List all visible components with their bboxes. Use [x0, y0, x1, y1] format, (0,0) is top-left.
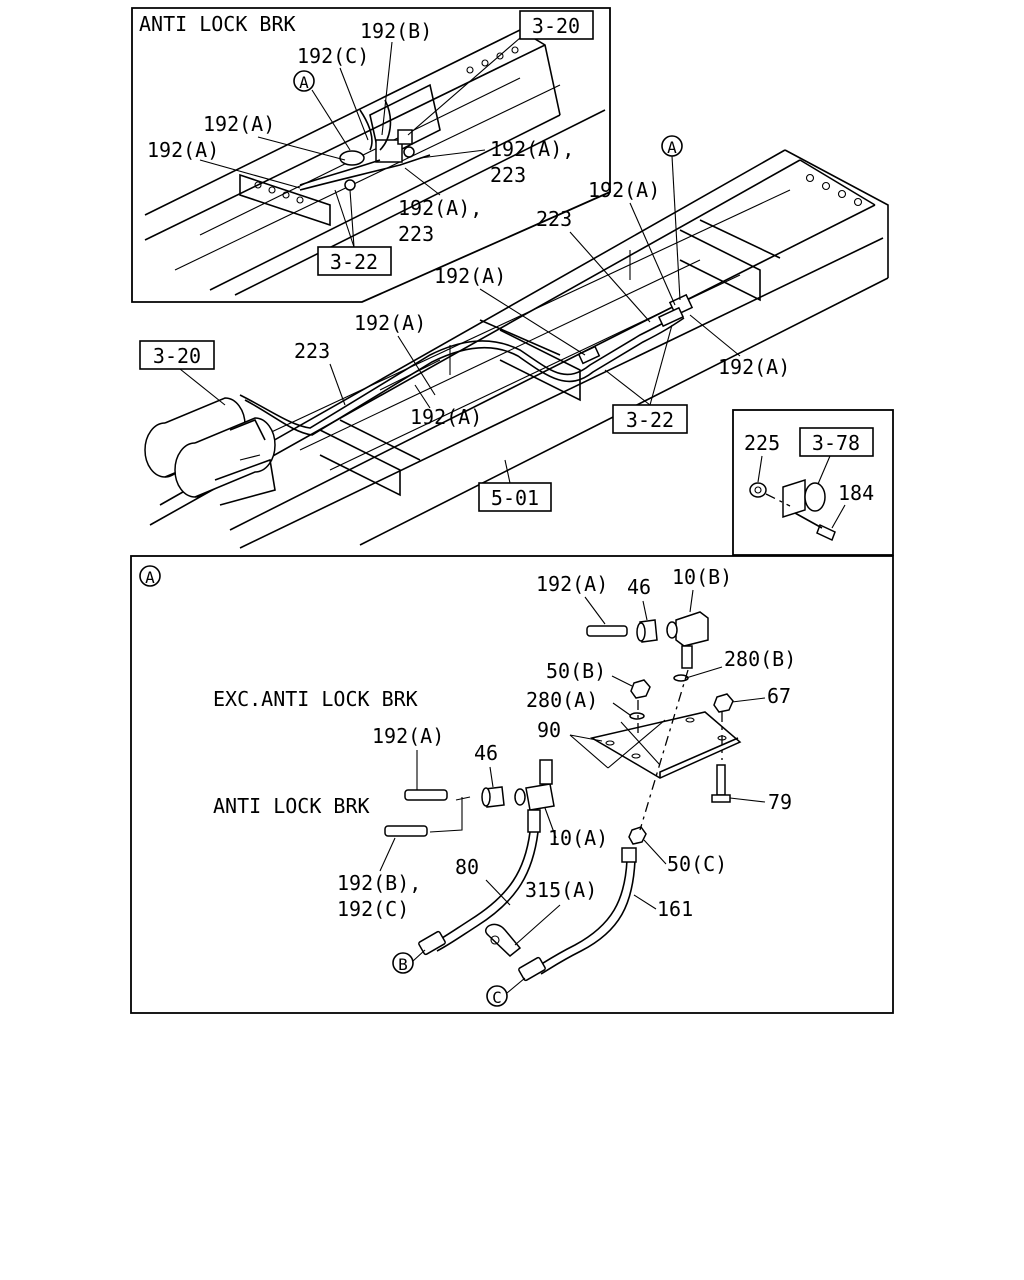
detail-callout-b-marker: B [392, 952, 414, 974]
mount-label-225: 225 [744, 431, 780, 455]
detail-label-10a: 10(A) [548, 826, 608, 850]
inset-anti-lock-panel: ANTI LOCK BRK [131, 7, 611, 303]
inset-anti-lock-title: ANTI LOCK BRK [139, 12, 296, 36]
detail-exc-anti-lock-label: EXC.ANTI LOCK BRK [213, 687, 418, 711]
inset-label-192a-223-bottom-line2: 223 [398, 222, 434, 246]
inset-label-192c: 192(C) [297, 44, 369, 68]
main-label-192a-mid: 192(A) [434, 264, 506, 288]
detail-label-79: 79 [768, 790, 792, 814]
mount-ref-3-78[interactable]: 3-78 [799, 427, 874, 457]
detail-label-192b-192c-line1: 192(B), [337, 871, 421, 895]
detail-label-192b-192c-line2: 192(C) [337, 897, 409, 921]
detail-label-50c: 50(C) [667, 852, 727, 876]
main-ref-3-20[interactable]: 3-20 [139, 340, 215, 370]
detail-label-46-top: 46 [627, 575, 651, 599]
inset-ref-3-20[interactable]: 3-20 [519, 10, 594, 40]
detail-label-67: 67 [767, 684, 791, 708]
detail-label-50b: 50(B) [546, 659, 606, 683]
main-leader-lines [179, 155, 741, 484]
main-callout-a-letter: A [667, 138, 677, 157]
inset-label-192a-223-right-line1: 192(A), [490, 137, 574, 161]
main-callout-a-marker: A [661, 135, 683, 157]
inset-abs-valve-cluster [299, 99, 431, 191]
inset-callout-a-marker: A [293, 70, 315, 92]
inset-ref-3-22[interactable]: 3-22 [317, 246, 392, 276]
inset-label-192a-223-right-line2: 223 [490, 163, 526, 187]
inset-label-192b: 192(B) [360, 19, 432, 43]
detail-centerlines [637, 669, 723, 831]
detail-label-192a-top: 192(A) [536, 572, 608, 596]
mount-leader-lines [757, 455, 846, 529]
inset-label-192a-1: 192(A) [203, 112, 275, 136]
detail-leader-lines [379, 589, 766, 994]
main-chassis-view: 192(A) 223 192(A) 192(A) 223 192(A) 192(… [139, 135, 889, 549]
detail-a-marker: A [139, 565, 161, 587]
main-ref-5-01[interactable]: 5-01 [478, 482, 552, 512]
detail-anti-lock-label: ANTI LOCK BRK [213, 794, 370, 818]
main-ref-5-01-text: 5-01 [491, 486, 539, 510]
brake-pipes [239, 311, 685, 436]
main-ref-3-22-text: 3-22 [626, 408, 674, 432]
inset-mount-frame [732, 409, 894, 556]
detail-label-280b: 280(B) [724, 647, 796, 671]
detail-label-161: 161 [657, 897, 693, 921]
detail-a-letter: A [145, 568, 155, 587]
main-ref-3-22[interactable]: 3-22 [612, 404, 688, 434]
inset-ref-3-20-text: 3-20 [532, 14, 580, 38]
main-label-192a-right: 192(A) [718, 355, 790, 379]
detail-callout-c-marker: C [486, 985, 508, 1007]
main-abs-valve [577, 293, 694, 365]
detail-label-10b: 10(B) [672, 565, 732, 589]
main-label-192a-left: 192(A) [354, 311, 426, 335]
inset-label-192a-223-bottom-line1: 192(A), [398, 196, 482, 220]
detail-label-192a-left: 192(A) [372, 724, 444, 748]
inset-leader-lines [199, 37, 521, 248]
inset-label-192a-2: 192(A) [147, 138, 219, 162]
main-ref-3-20-text: 3-20 [153, 344, 201, 368]
inset-mount-panel: 225 184 3-78 [732, 409, 894, 556]
detail-label-315a: 315(A) [525, 878, 597, 902]
main-label-223-left: 223 [294, 339, 330, 363]
detail-label-90: 90 [537, 718, 561, 742]
inset-callout-a-letter: A [299, 73, 309, 92]
main-label-223-top: 223 [536, 207, 572, 231]
detail-label-80: 80 [455, 855, 479, 879]
detail-callout-c-letter: C [492, 988, 502, 1007]
main-label-192a-low: 192(A) [410, 405, 482, 429]
mount-parts [749, 478, 836, 542]
detail-label-280a: 280(A) [526, 688, 598, 712]
detail-a-panel: A EXC.ANTI LOCK BRK ANTI LOCK BRK 192(A)… [130, 555, 894, 1014]
mount-label-184: 184 [838, 481, 874, 505]
inset-anti-lock-frame [131, 7, 611, 303]
detail-a-frame [130, 555, 894, 1014]
detail-callout-b-letter: B [398, 955, 408, 974]
mount-ref-3-78-text: 3-78 [812, 431, 860, 455]
main-label-192a-top: 192(A) [588, 178, 660, 202]
inset-ref-3-22-text: 3-22 [330, 250, 378, 274]
detail-label-46-left: 46 [474, 741, 498, 765]
air-tanks [144, 397, 276, 506]
